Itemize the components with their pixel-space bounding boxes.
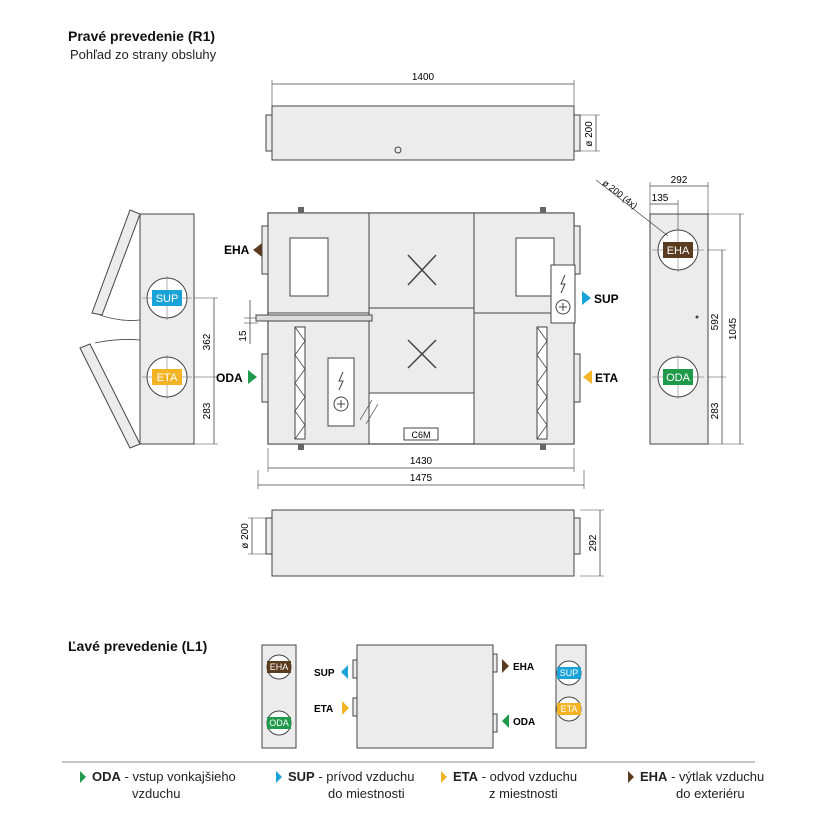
legend-item-eta: ETA - odvod vzduchu z miestnosti xyxy=(441,768,577,802)
front-eha-arrow xyxy=(253,243,262,257)
left-side-open-door-bottom xyxy=(79,343,141,449)
left-variant-title: Ľavé prevedenie (L1) xyxy=(68,638,208,654)
oda-arrow-icon xyxy=(80,771,86,783)
dim-1400-label: 1400 xyxy=(412,72,435,83)
legend-sup-text2: do miestnosti xyxy=(328,786,405,801)
dim-bottom-292-label: 292 xyxy=(588,534,599,551)
eha-arrow-icon xyxy=(628,771,634,783)
right-side-oda-label: ODA xyxy=(666,372,691,384)
fan-left xyxy=(289,237,329,297)
legend-eha-text1: - výtlak vzduchu xyxy=(667,769,765,784)
l1-eha-badge xyxy=(267,661,291,673)
legend-oda-text2: vzduchu xyxy=(132,786,181,801)
dim-top-duct-label: ø 200 xyxy=(584,121,595,147)
l1-oda-arrow xyxy=(502,714,509,728)
l1-oda-label: ODA xyxy=(513,717,535,728)
heat-exchanger-lower xyxy=(368,307,475,394)
l1-sup-badge-label: SUP xyxy=(560,668,579,678)
dim-292-label: 292 xyxy=(671,175,688,186)
dim-283-right-label: 283 xyxy=(710,402,721,419)
electrical-box-lower xyxy=(327,357,355,427)
dim-135-label: 135 xyxy=(652,193,669,204)
l1-sup-arrow xyxy=(341,665,348,679)
dim-592-label: 592 xyxy=(710,313,721,330)
sup-arrow-icon xyxy=(276,771,282,783)
right-variant-subtitle: Pohľad zo strany obsluhy xyxy=(70,47,217,62)
front-oda-label: ODA xyxy=(216,371,243,385)
left-side-view: SUP ETA 362 283 15 xyxy=(79,209,258,449)
legend-eha-text2: do exteriéru xyxy=(676,786,745,801)
legend-oda-code: ODA xyxy=(92,769,121,784)
dim-362-label: 362 xyxy=(202,333,213,350)
filter-left xyxy=(294,326,306,440)
divider-shelf xyxy=(255,314,373,322)
legend-eta-text2: z miestnosti xyxy=(489,786,558,801)
legend-eta-text1: - odvod vzduchu xyxy=(478,769,578,784)
legend-eha-code: EHA xyxy=(640,769,668,784)
right-side-view: EHA ODA 292 135 ø 200 (4x) 592 283 1045 xyxy=(595,175,744,445)
dim-283-left-label: 283 xyxy=(202,402,213,419)
right-side-eha-badge xyxy=(663,242,693,258)
left-side-eta-label: ETA xyxy=(157,372,178,384)
top-view-screw xyxy=(394,146,402,154)
electrical-box-upper xyxy=(550,264,576,324)
front-eta-label: ETA xyxy=(595,371,618,385)
bottom-view: ø 200 292 xyxy=(240,509,604,577)
legend-sup-text1: - prívod vzduchu xyxy=(314,769,415,784)
left-variant-views: EHA ODA SUP ETA EHA ODA SUP ETA xyxy=(261,644,587,749)
l1-front-body xyxy=(356,644,494,749)
l1-sup-label: SUP xyxy=(314,668,335,679)
legend-sup-code: SUP xyxy=(288,769,315,784)
l1-eta-label: ETA xyxy=(314,704,333,715)
l1-oda-badge-label: ODA xyxy=(269,718,289,728)
right-side-oda-badge xyxy=(663,369,693,385)
l1-oda-badge xyxy=(267,717,291,729)
legend-item-sup: SUP - prívod vzduchu do miestnosti xyxy=(276,768,414,802)
c6m-box xyxy=(403,427,439,441)
front-oda-arrow xyxy=(248,370,257,384)
right-variant-title: Pravé prevedenie (R1) xyxy=(68,28,216,44)
l1-sup-badge xyxy=(557,667,581,679)
filter-right xyxy=(536,326,548,440)
legend-item-eha: EHA - výtlak vzduchu do exteriéru xyxy=(628,768,764,802)
left-side-sup-badge xyxy=(152,290,182,306)
duct-note-label: ø 200 (4x) xyxy=(601,178,639,211)
top-view-body xyxy=(271,105,575,161)
bottom-view-body xyxy=(271,509,575,577)
top-view: 1400 ø 200 xyxy=(265,72,600,161)
left-side-open-door-top xyxy=(91,209,141,316)
front-view: C6M EHA SUP ODA ETA 1430 1475 xyxy=(216,207,619,489)
l1-eha-arrow xyxy=(502,659,509,673)
front-eta-arrow xyxy=(583,370,592,384)
left-side-body xyxy=(139,213,195,445)
dim-bottom-duct-label: ø 200 xyxy=(240,523,251,549)
legend-eta-code: ETA xyxy=(453,769,479,784)
front-eha-label: EHA xyxy=(224,243,250,257)
l1-eha-label: EHA xyxy=(513,662,534,673)
dim-1475-label: 1475 xyxy=(410,473,433,484)
eta-arrow-icon xyxy=(441,771,447,783)
legend-item-oda: ODA - vstup vonkajšieho vzduchu xyxy=(80,768,236,802)
dim-1430-label: 1430 xyxy=(410,456,433,467)
front-sup-arrow xyxy=(582,291,591,305)
legend-oda-text1: - vstup vonkajšieho xyxy=(120,769,236,784)
l1-eha-badge-label: EHA xyxy=(270,662,289,672)
left-side-sup-label: SUP xyxy=(156,293,179,305)
front-sup-label: SUP xyxy=(594,292,619,306)
dim-15-label: 15 xyxy=(238,330,249,342)
dim-1045-label: 1045 xyxy=(728,317,739,340)
top-view-left-collar xyxy=(265,114,273,152)
right-side-eha-label: EHA xyxy=(667,245,690,257)
left-side-eta-badge xyxy=(152,369,182,385)
heat-exchanger-upper xyxy=(368,212,475,309)
l1-eta-badge-label: ETA xyxy=(561,704,578,714)
l1-eta-arrow xyxy=(342,701,349,715)
l1-eta-badge xyxy=(557,703,581,715)
fan-right xyxy=(515,237,555,297)
l1-right-side-body xyxy=(555,644,587,749)
top-view-right-collar xyxy=(573,114,581,152)
c6m-label: C6M xyxy=(411,430,430,440)
